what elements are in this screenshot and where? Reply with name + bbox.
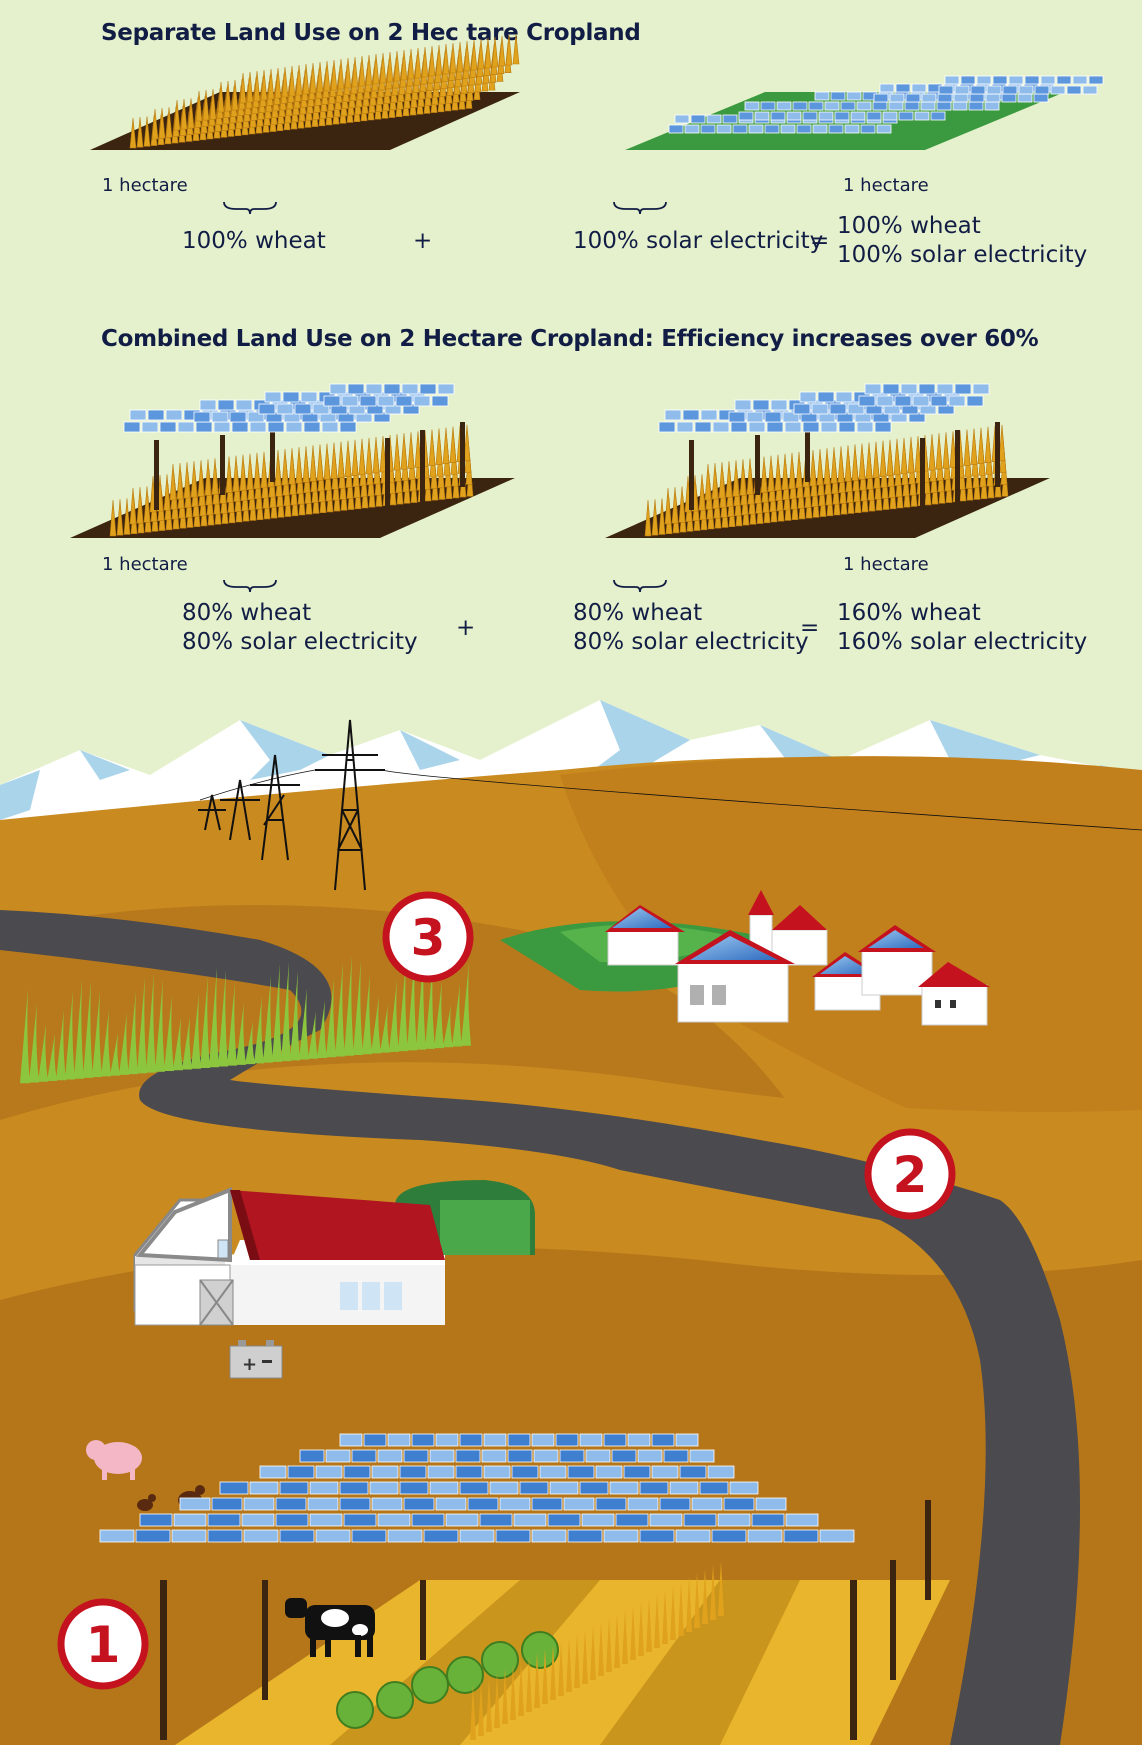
separate-total-wheat: 100% wheat — [837, 213, 981, 239]
cow-icon — [285, 1598, 375, 1657]
separate-total: 100% wheat 100% solar electricity — [837, 212, 1087, 270]
marker-3-power-grid: 3 — [382, 891, 474, 983]
brace-icon — [613, 201, 667, 215]
separate-right-result: 100% solar electricity — [573, 228, 824, 254]
marker-2-label: 2 — [893, 1146, 928, 1204]
agrivoltaic-field-left-illustration — [70, 383, 515, 538]
combined-right-wheat: 80% wheat — [573, 600, 703, 626]
marker-1-label: 1 — [86, 1616, 121, 1674]
brace-icon — [223, 579, 277, 593]
combined-left-solar: 80% solar electricity — [182, 629, 418, 655]
combined-left-result: 80% wheat 80% solar electricity — [182, 599, 418, 657]
farm-barn — [133, 1180, 535, 1326]
combined-right-solar: 80% solar electricity — [573, 629, 809, 655]
village-with-solar-roofs — [605, 890, 990, 1026]
separate-left-area-label: 1 hectare — [102, 175, 188, 196]
svg-text:+: + — [242, 1354, 257, 1375]
solar-farm-illustration — [625, 75, 1104, 150]
combined-land-use-title: Combined Land Use on 2 Hectare Cropland:… — [101, 326, 1039, 352]
combined-left-area-label: 1 hectare — [102, 554, 188, 575]
power-line-towers — [198, 719, 1142, 891]
combined-right-area-label: 1 hectare — [843, 554, 929, 575]
combined-total-wheat: 160% wheat — [837, 600, 981, 626]
landscape-illustration: 3 — [0, 700, 1142, 1745]
wheat-field-illustration — [90, 33, 520, 150]
battery-icon: + — [229, 1340, 283, 1379]
separate-equals-sign: = — [810, 228, 830, 254]
combined-total-solar: 160% solar electricity — [837, 629, 1088, 655]
combined-equals-sign: = — [800, 615, 820, 641]
brace-icon — [613, 579, 667, 593]
combined-right-result: 80% wheat 80% solar electricity — [573, 599, 809, 657]
separate-right-area-label: 1 hectare — [843, 175, 929, 196]
agrivoltaic-field-right-illustration — [605, 383, 1050, 538]
brace-icon — [223, 201, 277, 215]
marker-1-farm: 1 — [57, 1598, 149, 1690]
pig-icon — [86, 1440, 142, 1480]
marker-3-label: 3 — [411, 909, 446, 967]
separate-total-solar: 100% solar electricity — [837, 242, 1088, 268]
combined-left-wheat: 80% wheat — [182, 600, 312, 626]
combined-plus-sign: + — [456, 615, 476, 641]
separate-left-result: 100% wheat — [182, 228, 326, 254]
separate-land-use-title: Separate Land Use on 2 Hec tare Cropland — [101, 20, 641, 46]
agrivoltaic-solar-array — [99, 1433, 950, 1745]
separate-plus-sign: + — [413, 228, 433, 254]
marker-2-village: 2 — [864, 1128, 956, 1220]
combined-total: 160% wheat 160% solar electricity — [837, 599, 1087, 657]
